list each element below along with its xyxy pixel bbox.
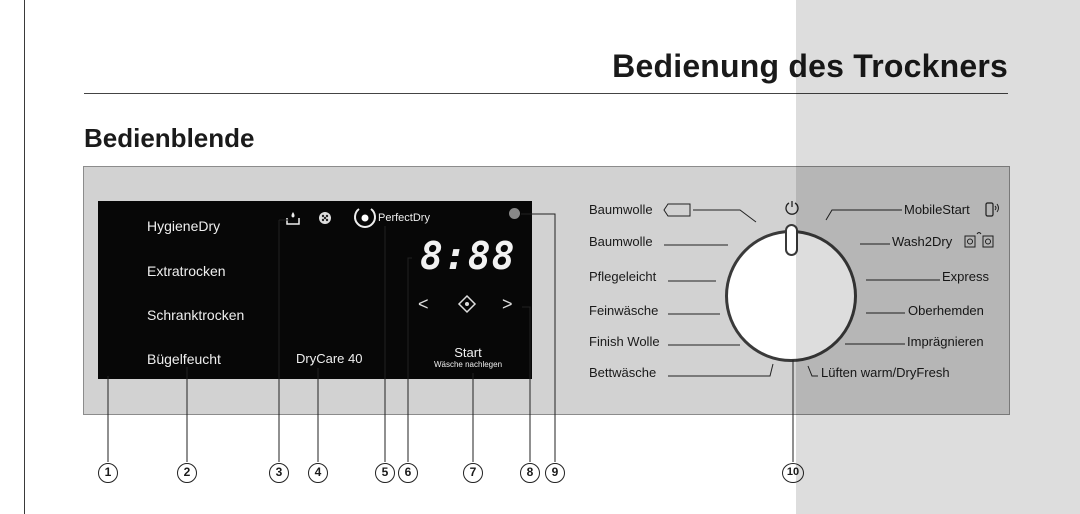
display-screen (98, 201, 532, 379)
title-rule (84, 93, 1008, 94)
program-left-finish-wolle[interactable]: Finish Wolle (589, 334, 660, 349)
program-left-pflegeleicht[interactable]: Pflegeleicht (589, 269, 657, 284)
callout-9: 9 (545, 463, 565, 483)
callout-4: 4 (308, 463, 328, 483)
program-left-baumwolle-1[interactable]: Baumwolle (589, 202, 653, 217)
option-hygienedry[interactable]: HygieneDry (147, 218, 221, 234)
program-right-lueften-warm[interactable]: Lüften warm/DryFresh (821, 365, 950, 380)
start-label: Start (454, 345, 482, 360)
callout-1: 1 (98, 463, 118, 483)
drycare-label[interactable]: DryCare 40 (296, 351, 363, 366)
target-icon[interactable] (456, 293, 478, 315)
program-left-baumwolle-2[interactable]: Baumwolle (589, 234, 653, 249)
program-right-oberhemden[interactable]: Oberhemden (908, 303, 984, 318)
nav-right-button[interactable]: > (502, 294, 513, 314)
program-right-express[interactable]: Express (942, 269, 989, 284)
mobilestart-icon (985, 202, 999, 217)
nav-left-button[interactable]: < (418, 294, 429, 314)
option-buegelfeucht[interactable]: Bügelfeucht (147, 351, 221, 367)
start-button[interactable]: Start Wäsche nachlegen (406, 346, 530, 369)
program-right-impraegnieren[interactable]: Imprägnieren (907, 334, 984, 349)
dial-indicator (785, 224, 798, 256)
callout-6: 6 (398, 463, 418, 483)
cloth-icon (663, 203, 691, 217)
program-right-wash2dry[interactable]: Wash2Dry (892, 234, 953, 249)
callout-10: 10 (782, 463, 804, 483)
indicator-light (509, 208, 520, 219)
time-display: 8:88 (420, 234, 516, 278)
power-icon (785, 201, 799, 215)
program-left-bettwaesche[interactable]: Bettwäsche (589, 365, 657, 380)
callout-8: 8 (520, 463, 540, 483)
callout-5: 5 (375, 463, 395, 483)
option-schranktrocken[interactable]: Schranktrocken (147, 307, 245, 323)
wash2dry-icon (964, 232, 994, 248)
perfectdry-label: PerfectDry (378, 212, 430, 224)
start-sublabel: Wäsche nachlegen (433, 360, 503, 369)
section-title: Bedienblende (84, 123, 255, 153)
program-right-mobilestart[interactable]: MobileStart (904, 202, 970, 217)
perfectdry-icon (354, 208, 376, 228)
option-extratrocken[interactable]: Extratrocken (147, 263, 226, 279)
callout-2: 2 (177, 463, 197, 483)
filter-icon (319, 212, 331, 224)
water-tray-icon (286, 212, 300, 225)
callout-3: 3 (269, 463, 289, 483)
program-left-feinwaesche[interactable]: Feinwäsche (589, 303, 659, 318)
page-title: Bedienung des Trockners (612, 48, 1008, 84)
callout-7: 7 (463, 463, 483, 483)
page-border (24, 0, 25, 514)
